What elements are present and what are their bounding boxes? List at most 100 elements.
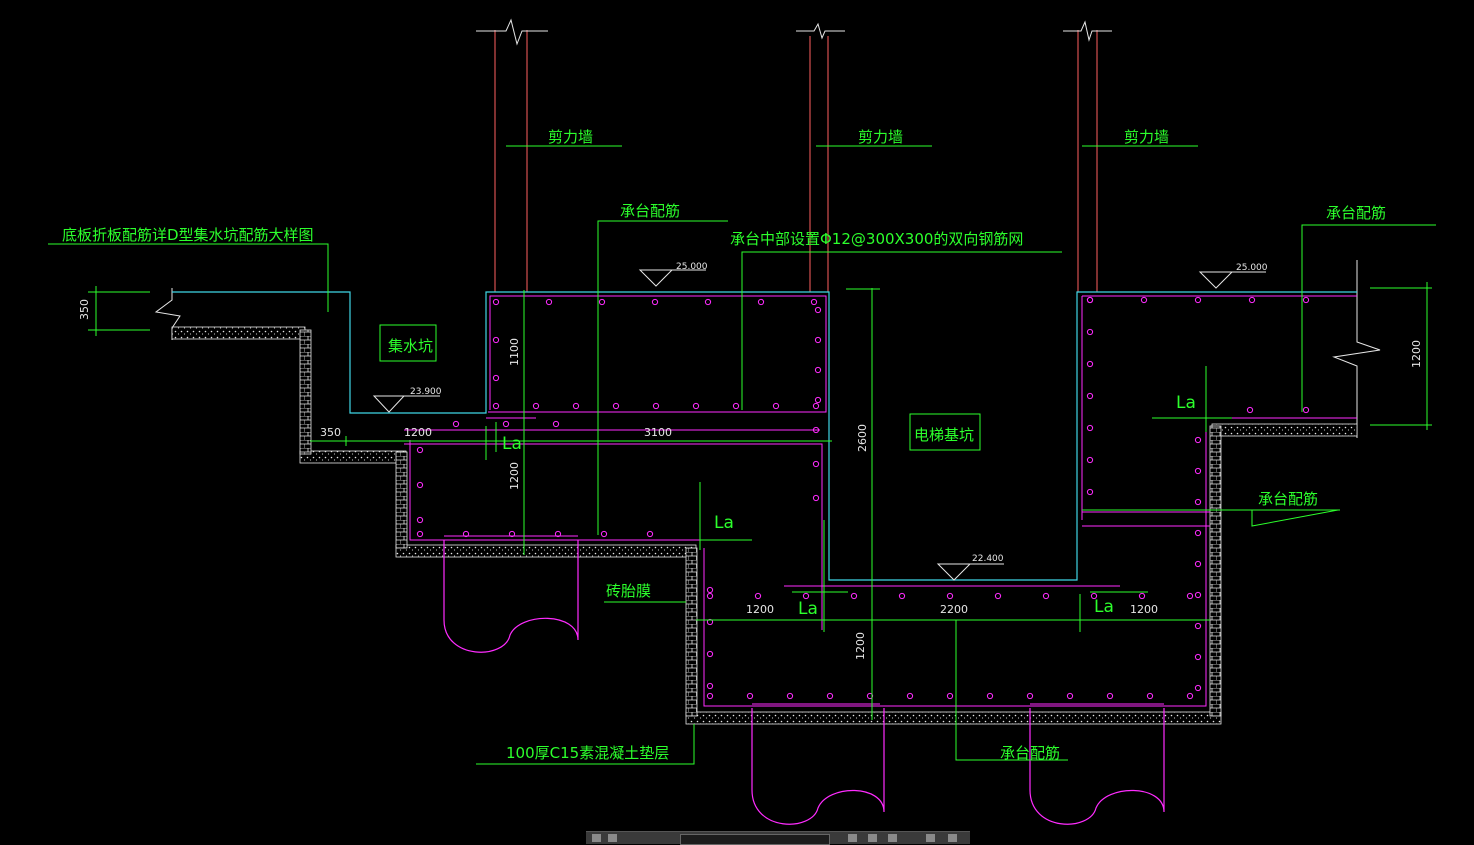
- rebar-dot: [532, 402, 540, 410]
- rebar-dot: [545, 298, 553, 306]
- rebar-dot: [416, 481, 424, 489]
- rebar-dot: [1194, 622, 1202, 630]
- rebar-dot: [786, 692, 794, 700]
- rebar-dot: [746, 692, 754, 700]
- rebar-dot: [754, 592, 762, 600]
- rebar-dot: [492, 336, 500, 344]
- rebar-dot: [1248, 296, 1256, 304]
- rebar-dot: [986, 692, 994, 700]
- break-lines: [154, 18, 1381, 438]
- rebar-dot: [812, 426, 820, 434]
- level-pit-bottom: 22.400: [972, 554, 1004, 564]
- model-icon[interactable]: [948, 834, 957, 842]
- rebar-dot: [1086, 392, 1094, 400]
- rebar-dot: [706, 618, 714, 626]
- command-field[interactable]: [680, 834, 830, 845]
- rebar-dot: [802, 592, 810, 600]
- label-cap-rebar-1: 承台配筋: [620, 202, 680, 220]
- rebar-dot: [1042, 592, 1050, 600]
- rebar-dot: [732, 402, 740, 410]
- rebar-dot: [1194, 653, 1202, 661]
- cushion-layers: [171, 326, 1358, 725]
- la-label-4: La: [798, 599, 818, 619]
- rebar-dot: [492, 298, 500, 306]
- dim-1100: 1100: [508, 338, 521, 366]
- rebar-dot: [946, 592, 954, 600]
- rebar-dot: [600, 530, 608, 538]
- brick-molds: [299, 329, 1222, 717]
- dim-350-horizontal: 350: [320, 426, 341, 439]
- rebar-dot: [612, 402, 620, 410]
- leader-lines: [48, 145, 1436, 765]
- rebar-dot: [651, 298, 659, 306]
- polar-icon[interactable]: [868, 834, 877, 842]
- rebar-dot: [1106, 692, 1114, 700]
- rebar-dot: [810, 298, 818, 306]
- la-label-5: La: [1094, 597, 1114, 617]
- rebar-dot: [416, 446, 424, 454]
- rebar-dot: [1140, 296, 1148, 304]
- ortho-icon[interactable]: [848, 834, 857, 842]
- rebar-dot: [1086, 488, 1094, 496]
- rebar-dot: [706, 650, 714, 658]
- rebar-dot: [1194, 591, 1202, 599]
- rebar-dot: [906, 692, 914, 700]
- dim-2600: 2600: [856, 424, 869, 452]
- dim-1200-b: 1200: [746, 603, 774, 616]
- rebar-dot: [1302, 406, 1310, 414]
- label-cap-rebar-3: 承台配筋: [1258, 490, 1318, 508]
- status-bar: [586, 831, 970, 845]
- rebar-dot: [1086, 456, 1094, 464]
- rebar-dot: [572, 402, 580, 410]
- rebar-dot: [704, 298, 712, 306]
- rebar-dot: [1194, 498, 1202, 506]
- rebar-dot: [646, 530, 654, 538]
- lineweight-icon[interactable]: [926, 834, 935, 842]
- rebar-dot: [1138, 592, 1146, 600]
- rebar-dot: [772, 402, 780, 410]
- grid-icon[interactable]: [608, 834, 617, 842]
- rebar-dot: [552, 420, 560, 428]
- level-markers: [372, 269, 1266, 581]
- dim-1200-vertical-a: 1200: [508, 462, 521, 490]
- rebar-dot: [1194, 467, 1202, 475]
- dim-3100: 3100: [644, 426, 672, 439]
- snap-icon[interactable]: [592, 834, 601, 842]
- la-label-3: La: [1176, 393, 1196, 413]
- rebar-dot: [1194, 529, 1202, 537]
- dim-2200: 2200: [940, 603, 968, 616]
- rebar-dot: [462, 530, 470, 538]
- rebar-dots: [416, 296, 1310, 700]
- rebar-dot: [416, 530, 424, 538]
- label-sump-pit: 集水坑: [388, 337, 433, 355]
- rebar-dot: [1246, 406, 1254, 414]
- label-shear-wall-1: 剪力墙: [548, 128, 593, 146]
- rebar-dot: [1194, 684, 1202, 692]
- rebar-dot: [492, 402, 500, 410]
- rebar-dot: [706, 692, 714, 700]
- osnap-icon[interactable]: [888, 834, 897, 842]
- rebar-dot: [1186, 592, 1194, 600]
- rebar-dot: [812, 494, 820, 502]
- level-top-left: 25.000: [676, 262, 708, 272]
- rebar-dot: [814, 306, 822, 314]
- level-top-right: 25.000: [1236, 263, 1268, 273]
- rebar-dot: [492, 374, 500, 382]
- rebar-dot: [1146, 692, 1154, 700]
- rebar-dot: [706, 586, 714, 594]
- rebar-dot: [946, 692, 954, 700]
- label-center-mesh: 承台中部设置Φ12@300X300的双向钢筋网: [730, 230, 1023, 248]
- label-elevator-pit: 电梯基坑: [914, 426, 974, 444]
- dim-1200-c: 1200: [1130, 603, 1158, 616]
- label-cap-rebar-4: 承台配筋: [1000, 744, 1060, 762]
- rebar-dot: [598, 298, 606, 306]
- rebar-dot: [1086, 296, 1094, 304]
- label-brick-mold: 砖胎膜: [606, 582, 651, 600]
- level-sump-bottom: 23.900: [410, 387, 442, 397]
- rebar-dot: [706, 682, 714, 690]
- rebar-dot: [554, 530, 562, 538]
- rebar-dot: [692, 402, 700, 410]
- label-cap-rebar-2: 承台配筋: [1326, 204, 1386, 222]
- label-floor-note: 底板折板配筋详D型集水坑配筋大样图: [62, 226, 314, 244]
- rebar-dot: [1086, 424, 1094, 432]
